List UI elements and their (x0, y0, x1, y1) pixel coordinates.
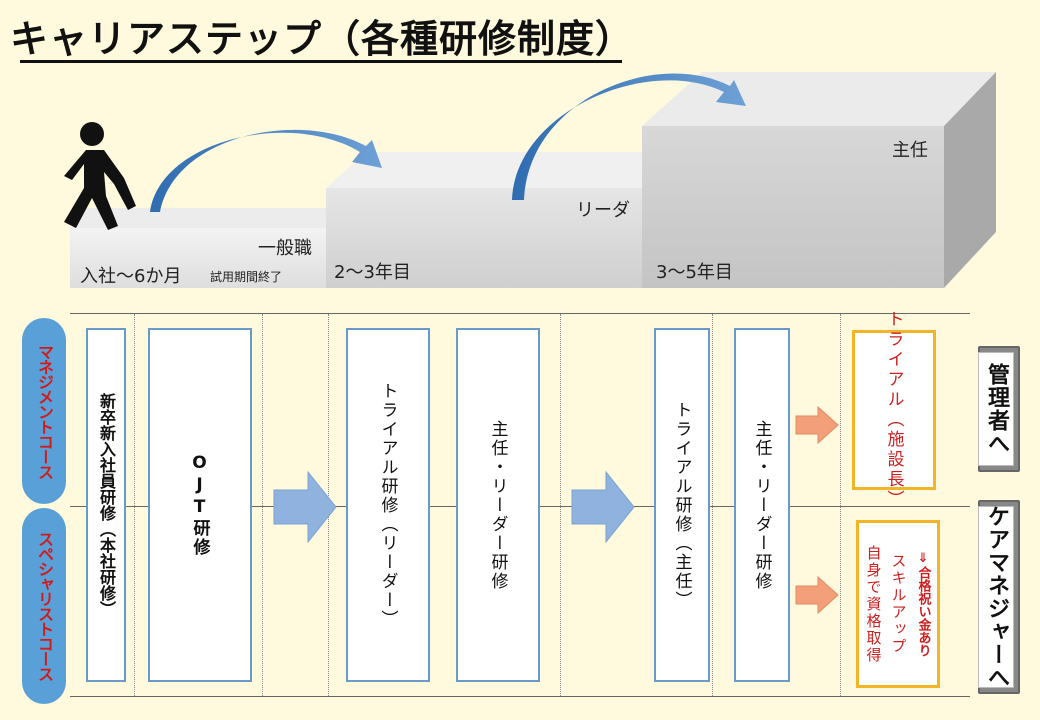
new-hire-training-box: 新卒新入社員研修（本社研修） (86, 328, 126, 682)
grid-top-line (70, 313, 970, 314)
manager-destination-label: 管理者へ (984, 363, 1009, 455)
care-manager-destination-inner: ケアマネジャーへ (978, 505, 1014, 689)
ojt-training-label: OJT研修 (189, 453, 210, 557)
outcome-arrow-icon (795, 406, 839, 444)
title-underline (20, 60, 622, 63)
step-2-block (326, 188, 642, 288)
ojt-training-box: OJT研修 (148, 328, 252, 682)
step-2-role: リーダ (576, 200, 630, 221)
skill-up-box: 自身で資格取得 スキルアップ ⇓合格祝い金あり (856, 520, 940, 688)
step-2-period: 2〜3年目 (334, 262, 411, 283)
care-manager-destination-label: ケアマネジャーへ (984, 505, 1009, 689)
management-course-label: マネジメントコース (35, 343, 54, 479)
curved-arrow-1 (150, 129, 382, 212)
leader-training-2-box: 主任・リーダー研修 (734, 328, 790, 682)
step-3-block (642, 126, 944, 288)
management-course-pill: マネジメントコース (22, 318, 66, 504)
grid-bottom-line (70, 696, 970, 697)
curved-arrow-2 (512, 73, 746, 200)
trial-director-label: トライアル（施設長） (883, 310, 904, 510)
grid-divider (134, 314, 135, 696)
leader-training-box: 主任・リーダー研修 (456, 328, 540, 682)
step-1-note: 試用期間終了 (210, 270, 283, 284)
progress-arrow-icon (273, 470, 337, 544)
bonus-label: ⇓合格祝い金あり (915, 551, 931, 657)
grid-divider (840, 314, 841, 696)
grid-divider (262, 314, 263, 696)
skill-up-line-2: スキルアップ (889, 553, 908, 655)
leader-training-label: 主任・リーダー研修 (487, 419, 508, 591)
progress-arrow-icon (571, 470, 635, 544)
trial-leader-training-label: トライアル研修（リーダー） (377, 381, 398, 629)
manager-destination-inner: 管理者へ (978, 352, 1014, 466)
step-1-period: 入社〜6か月 (80, 266, 182, 287)
trial-chief-training-box: トライアル研修（主任） (654, 328, 710, 682)
leader-training-2-label: 主任・リーダー研修 (751, 419, 772, 591)
specialist-course-label: スペシャリストコース (35, 531, 54, 681)
specialist-course-pill: スペシャリストコース (22, 508, 66, 704)
running-person-icon (64, 122, 136, 230)
new-hire-training-label: 新卒新入社員研修（本社研修） (97, 393, 116, 617)
career-staircase (64, 72, 996, 288)
step-1-block (70, 228, 326, 288)
page-title: キャリアステップ（各種研修制度） (10, 17, 635, 61)
grid-divider (712, 314, 713, 696)
trial-leader-training-box: トライアル研修（リーダー） (346, 328, 430, 682)
trial-chief-training-label: トライアル研修（主任） (671, 400, 692, 610)
step-3-side (944, 72, 996, 288)
step-3-role: 主任 (892, 140, 928, 161)
care-manager-destination: ケアマネジャーへ (978, 500, 1020, 694)
skill-up-line-1: 自身で資格取得 (864, 544, 883, 664)
trial-director-box: トライアル（施設長） (852, 310, 936, 510)
grid-divider (560, 314, 561, 696)
step-1-top (70, 208, 326, 228)
step-3-period: 3〜5年目 (656, 262, 733, 283)
step-2-top (326, 152, 642, 188)
outcome-arrow-icon (795, 576, 839, 614)
manager-destination: 管理者へ (978, 346, 1020, 472)
step-1-role: 一般職 (258, 238, 312, 259)
